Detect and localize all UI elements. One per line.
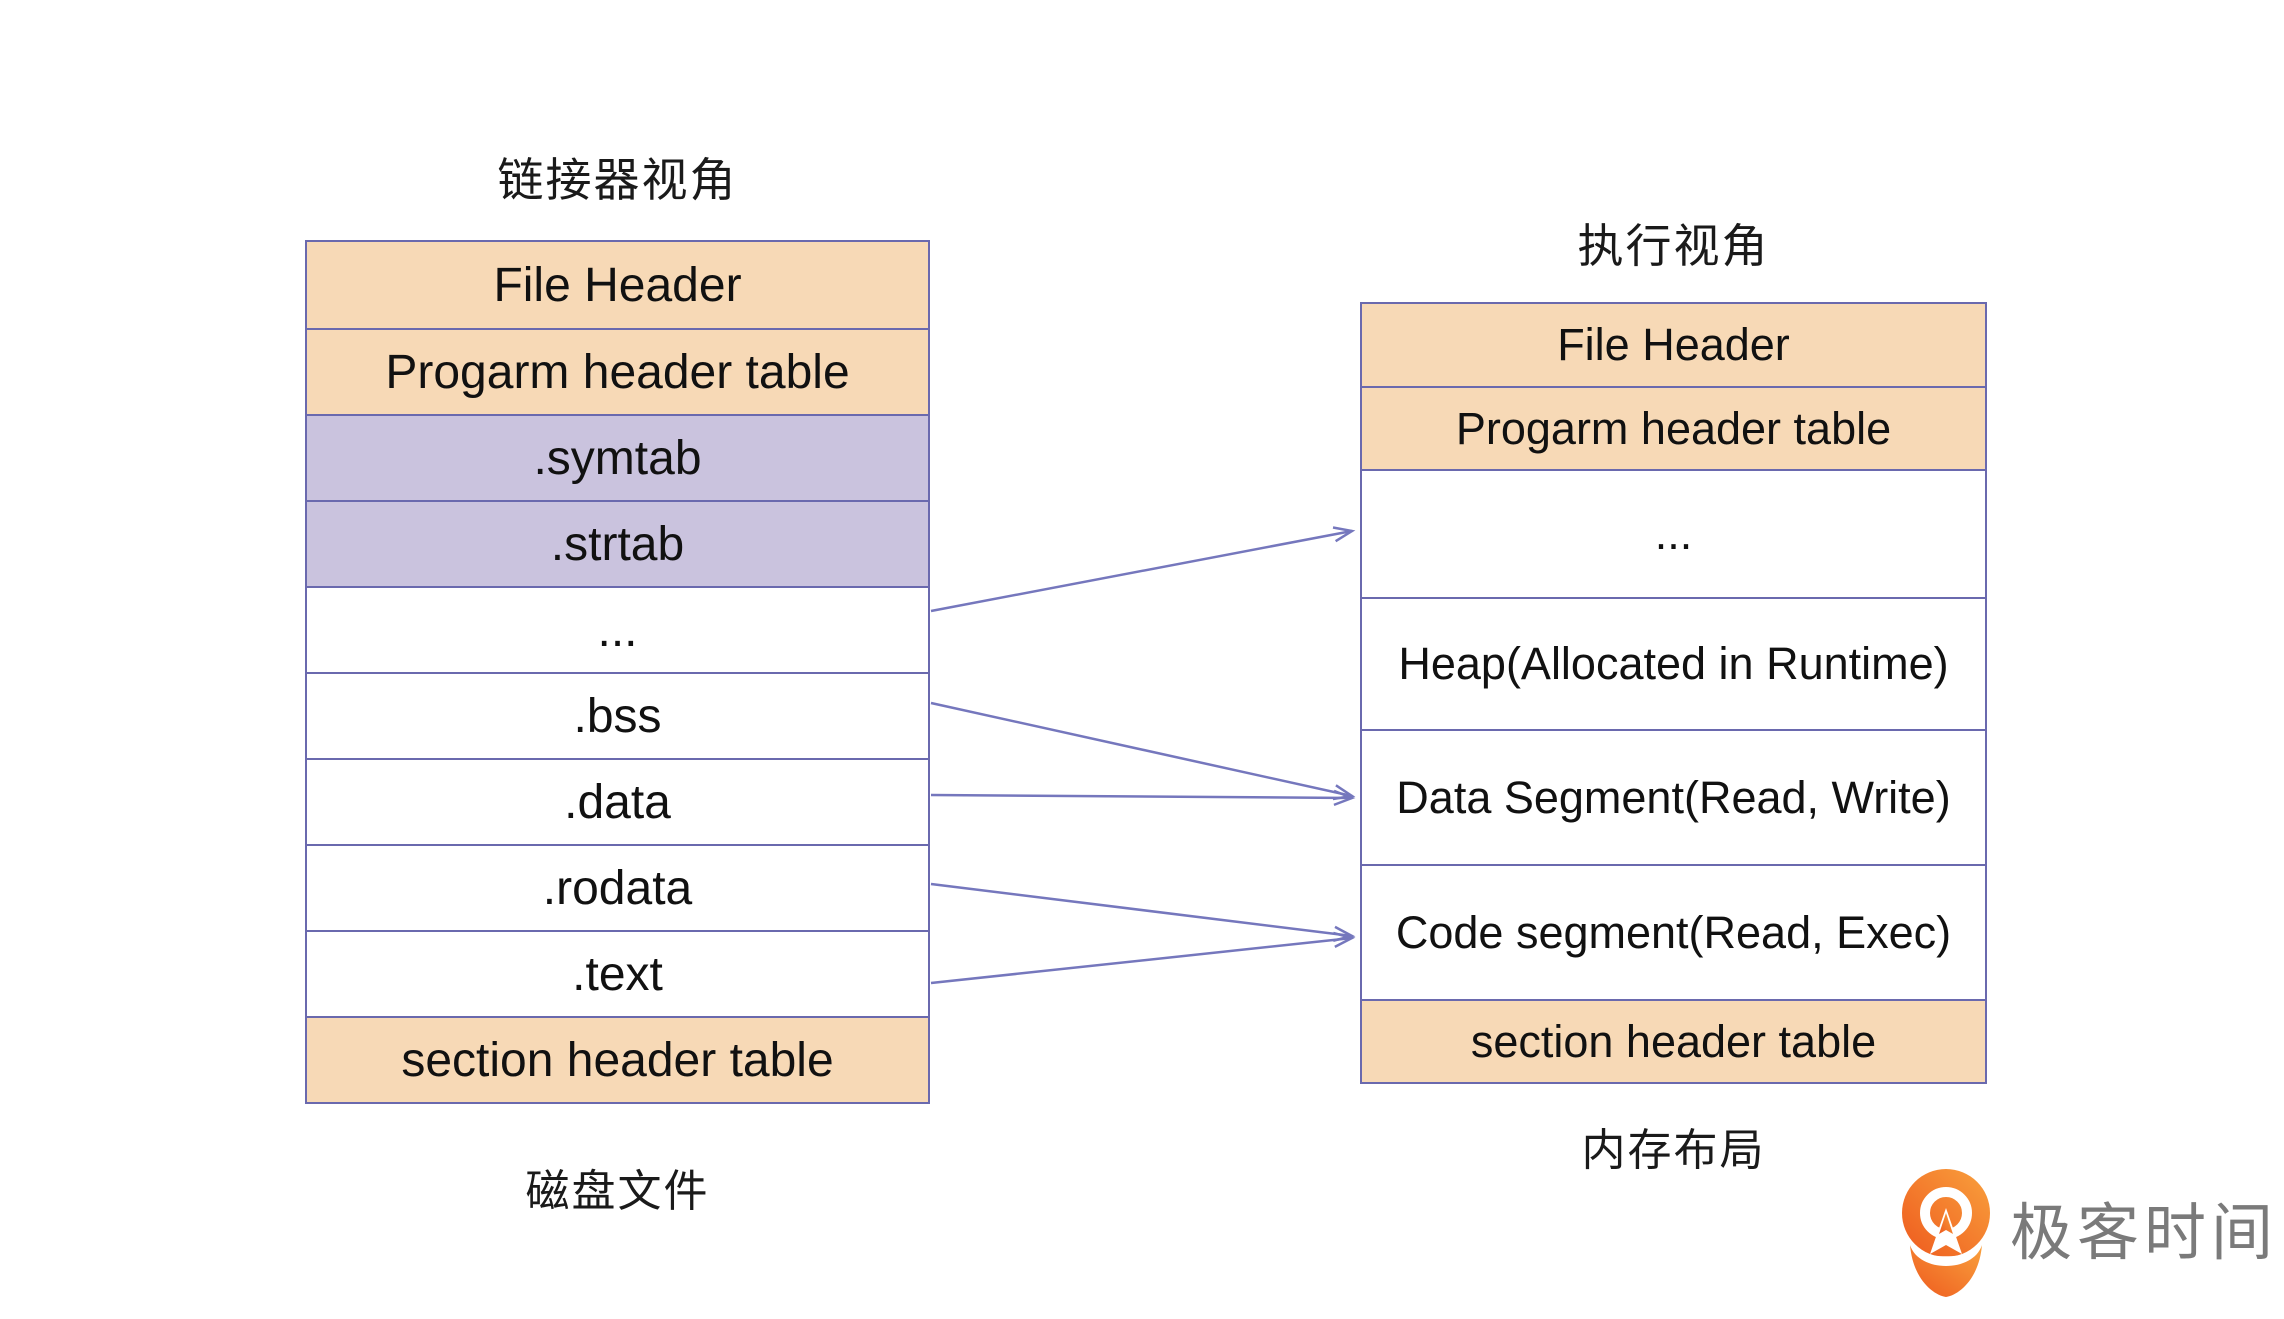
memory-block: File Header	[1362, 304, 1985, 386]
execution-view-title: 执行视角	[1577, 220, 1770, 272]
section-mapping-arrow	[930, 882, 1356, 942]
memory-block: .bss	[307, 672, 928, 758]
memory-block: .strtab	[307, 500, 928, 586]
memory-block: File Header	[307, 242, 928, 328]
disk-file-caption: 磁盘文件	[525, 1167, 710, 1216]
memory-block: ...	[307, 586, 928, 672]
memory-block: .text	[307, 930, 928, 1016]
memory-block: Heap(Allocated in Runtime)	[1362, 597, 1985, 729]
memory-block: section header table	[1362, 999, 1985, 1082]
memory-layout-caption: 内存布局	[1581, 1126, 1766, 1175]
memory-block: Data Segment(Read, Write)	[1362, 729, 1985, 864]
brand-logo: 极客时间	[1900, 1168, 2278, 1300]
memory-block: Progarm header table	[307, 328, 928, 414]
memory-block: section header table	[307, 1016, 928, 1102]
memory-block: Code segment(Read, Exec)	[1362, 864, 1985, 999]
memory-block: ...	[1362, 469, 1985, 597]
linker-view-title: 链接器视角	[497, 154, 738, 206]
geektime-logo-text: 极客时间	[2010, 1199, 2279, 1268]
memory-block: Progarm header table	[1362, 386, 1985, 469]
geektime-logo-icon	[1902, 1169, 1990, 1297]
section-mapping-arrow	[930, 789, 1356, 807]
section-mapping-arrow	[930, 701, 1356, 801]
memory-block: .data	[307, 758, 928, 844]
section-mapping-arrow	[930, 931, 1356, 985]
memory-block: .symtab	[307, 414, 928, 500]
section-mapping-arrow	[930, 526, 1356, 613]
memory-block: .rodata	[307, 844, 928, 930]
